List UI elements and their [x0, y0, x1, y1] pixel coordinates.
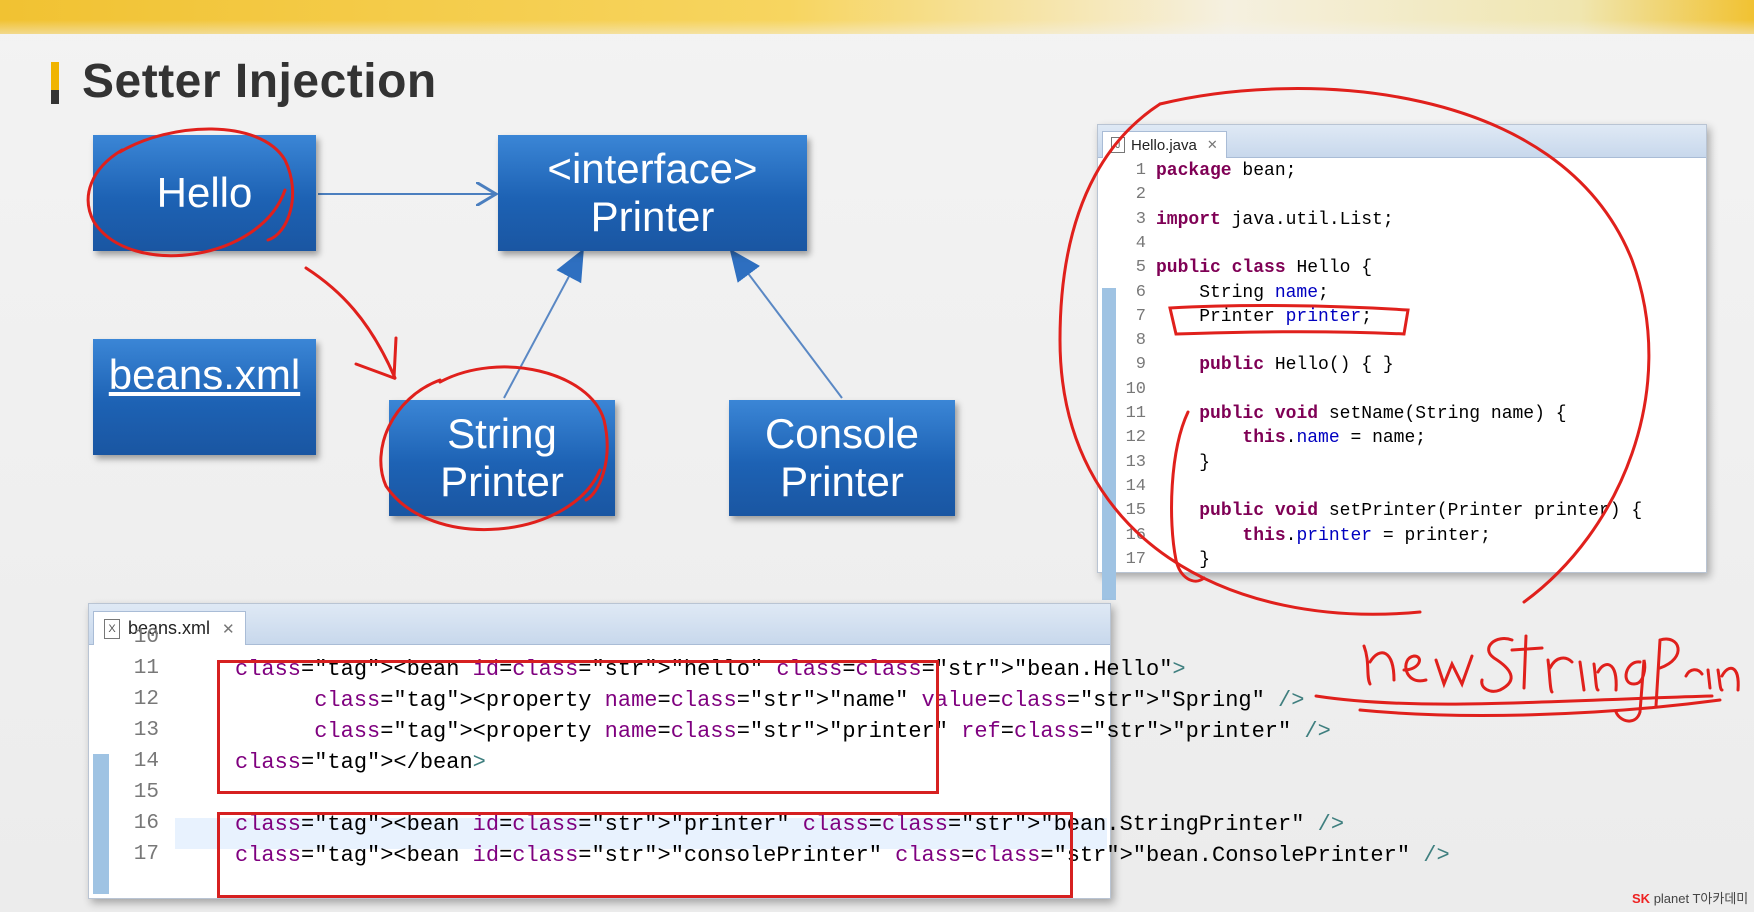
header-fade [0, 20, 1754, 50]
line-number: 17 [1125, 549, 1146, 569]
line-number: 9 [1135, 355, 1146, 375]
line-number: 10 [1125, 379, 1146, 399]
line-number: 13 [133, 719, 159, 742]
line-number: 11 [133, 657, 159, 680]
line-number: 12 [133, 688, 159, 711]
code-line: Printer printer; [1156, 306, 1373, 327]
string-printer-box: String Printer [389, 400, 615, 516]
code-line: String name; [1156, 282, 1329, 303]
xml-file-icon: X [104, 618, 120, 639]
tab-label: beans.xml [128, 618, 211, 638]
slide-title: Setter Injection [82, 55, 437, 108]
line-number: 11 [1125, 404, 1146, 423]
code-line: public Hello() { } [1199, 355, 1394, 376]
code-line: } [1156, 452, 1211, 473]
line-number: 13 [1125, 452, 1146, 472]
code-line: package bean; [1156, 161, 1297, 181]
close-icon[interactable]: ✕ [222, 620, 235, 638]
code-line: import java.util.List; [1156, 209, 1394, 230]
line-number: 12 [1125, 428, 1146, 448]
code-line: class="tag"><bean id=class="str">"printe… [235, 812, 1345, 837]
tab-label: Hello.java [1131, 136, 1197, 154]
close-icon[interactable]: ✕ [1206, 137, 1218, 152]
string-printer-line2: Printer [440, 458, 564, 505]
console-printer-line1: Console [764, 410, 920, 457]
xml-editor-tabbar: X beans.xml ✕ [89, 604, 1110, 645]
java-code-area[interactable]: 1 package bean; 2 3 import java.util.List; 4 5… [1098, 161, 1704, 571]
logo-brand: SK [1632, 891, 1651, 906]
string-printer-line1: String [447, 410, 557, 457]
line-number: 6 [1135, 282, 1146, 302]
beans-xml-link[interactable]: beans.xml [108, 351, 301, 398]
line-number: 3 [1135, 209, 1146, 229]
tab-beans-xml[interactable]: X beans.xml ✕ [93, 611, 246, 645]
java-editor-tabbar: J Hello.java ✕ [1098, 125, 1706, 158]
line-number: 14 [133, 750, 159, 773]
line-number: 16 [133, 812, 159, 835]
line-number: 5 [1135, 258, 1146, 278]
java-editor: J Hello.java ✕ 1 package bean; 2 3 import ja… [1097, 124, 1707, 600]
console-printer-box: Console Printer [729, 400, 955, 516]
line-number: 10 [133, 626, 159, 649]
code-line: this.printer = printer; [1242, 525, 1491, 546]
java-file-icon: J [1111, 137, 1125, 153]
code-line: public void setPrinter(Printer printer) … [1199, 501, 1643, 522]
beans-xml-box: beans.xml [93, 339, 316, 455]
line-number: 4 [1135, 233, 1146, 253]
highlight-printer-beans [217, 812, 1073, 898]
code-line: this.name = name; [1242, 428, 1427, 449]
code-line: class="tag"><property name=class="str">"… [314, 688, 1305, 713]
console-printer-line2: Printer [780, 458, 904, 505]
code-line: class="tag"></bean> [235, 750, 486, 775]
code-line: class="tag"><property name=class="str">"… [314, 719, 1331, 744]
line-number: 7 [1135, 306, 1146, 326]
tab-hello-java[interactable]: J Hello.java ✕ [1102, 131, 1227, 158]
logo-text: planet T아카데미 [1653, 891, 1749, 906]
title-accent-bar [51, 62, 59, 104]
line-number: 15 [1125, 501, 1146, 521]
line-number: 17 [133, 843, 159, 866]
code-line: public void setName(String name) { [1199, 404, 1567, 424]
code-line: class="tag"><bean id=class="str">"consol… [235, 843, 1450, 868]
line-number: 1 [1135, 161, 1146, 180]
interface-name: Printer [590, 193, 715, 240]
current-line-highlight [175, 818, 1107, 849]
line-number: 16 [1125, 525, 1146, 545]
hello-label: Hello [156, 169, 253, 216]
sk-planet-logo: SK planet T아카데미 [1632, 888, 1748, 907]
highlight-hello-bean [217, 660, 939, 794]
code-line: public class Hello { [1156, 258, 1373, 279]
interface-stereotype: <interface> [547, 145, 758, 192]
line-number: 15 [133, 781, 159, 804]
printer-interface-box: <interface> Printer [498, 135, 807, 251]
line-number: 2 [1135, 185, 1146, 205]
line-number: 8 [1135, 331, 1146, 351]
code-line: } [1156, 549, 1211, 570]
xml-gutter-bar [93, 754, 109, 894]
hello-box: Hello [93, 135, 316, 251]
line-number: 14 [1125, 476, 1146, 496]
